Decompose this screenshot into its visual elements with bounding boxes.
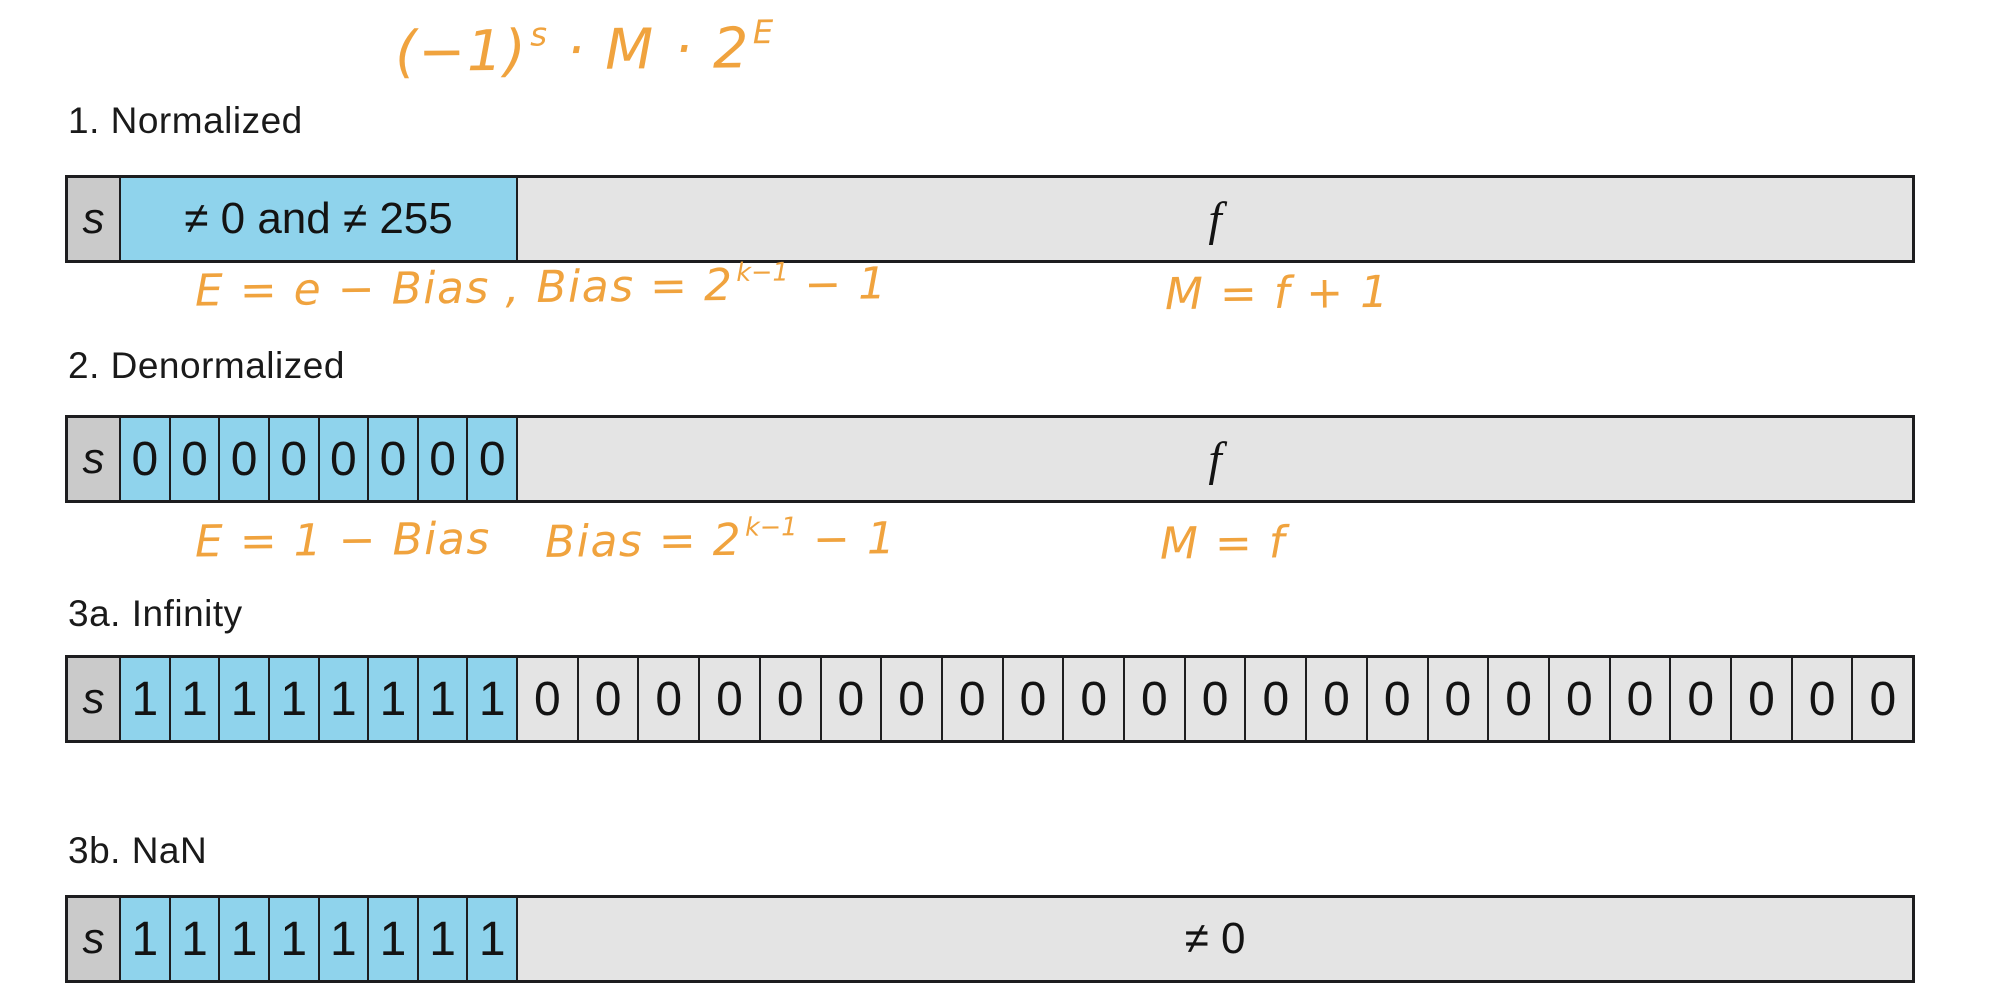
exponent-bit-cell: 1	[369, 658, 419, 740]
handwritten-value-formula: (−1)s · M · 2E	[394, 12, 774, 85]
exponent-bit-cell: 1	[418, 898, 469, 980]
exponent-bit-cell: 0	[319, 418, 370, 500]
fraction-bit-cell: 0	[1853, 658, 1913, 740]
fraction-label: f	[1208, 432, 1222, 486]
exponent-bit-cell: 1	[170, 658, 221, 740]
fraction-bit-cell: 0	[1549, 658, 1611, 740]
exponent-bit-cell: 0	[369, 418, 419, 500]
fraction-field-cell: f	[518, 178, 1912, 260]
exponent-bit-cell: 1	[369, 898, 419, 980]
bitfield-bar-normalized: s ≠ 0 and ≠ 255 f	[65, 175, 1915, 263]
fraction-bit-cell: 0	[942, 658, 1004, 740]
fraction-bit-cell: 0	[1792, 658, 1854, 740]
note-text: − 1	[788, 258, 888, 311]
exponent-bit-cell: 0	[418, 418, 469, 500]
fraction-bit-cell: 0	[1671, 658, 1733, 740]
exponent-bit-cell: 1	[121, 658, 171, 740]
exponent-bit-cell: 1	[468, 658, 518, 740]
exponent-bit-cell: 0	[220, 418, 270, 500]
fraction-bit-cell: 0	[700, 658, 761, 740]
exponent-bit-cell: 1	[220, 898, 270, 980]
sign-bit-cell: s	[68, 178, 121, 260]
section-heading-denormalized: 2. Denormalized	[68, 345, 345, 386]
note-superscript: k−1	[736, 257, 789, 288]
exponent-bit-cell: 1	[269, 658, 320, 740]
fraction-bit-cell: 0	[1307, 658, 1368, 740]
fraction-bit-cell: 0	[1246, 658, 1308, 740]
formula-sign-superscript: s	[529, 15, 548, 54]
exponent-bit-cell: 1	[121, 898, 171, 980]
fraction-bit-cell: 0	[882, 658, 943, 740]
note-text: − 1	[797, 513, 897, 566]
fraction-bit-cell: 0	[821, 658, 883, 740]
exponent-bit-cell: 1	[468, 898, 518, 980]
fraction-bit-cell: 0	[1003, 658, 1065, 740]
fraction-bit-cell: 0	[639, 658, 701, 740]
fraction-bit-cell: 0	[1610, 658, 1672, 740]
fraction-bit-cell: 0	[1064, 658, 1126, 740]
handwritten-mantissa-note-normalized: M = f + 1	[1164, 266, 1390, 321]
section-heading-nan: 3b. NaN	[68, 830, 208, 871]
section-heading-normalized: 1. Normalized	[68, 100, 303, 141]
fraction-bit-cell: 0	[1125, 658, 1186, 740]
fraction-bit-cell: 0	[1428, 658, 1490, 740]
sign-bit-cell: s	[68, 658, 121, 740]
note-text: E = e − Bias , Bias = 2	[194, 259, 734, 317]
handwritten-exponent-note-denormalized: E = 1 − Bias	[194, 513, 492, 568]
exponent-bit-cell: 0	[269, 418, 320, 500]
fraction-field-cell: ≠ 0	[518, 898, 1912, 980]
sign-bit-cell: s	[68, 898, 121, 980]
fraction-bit-cell: 0	[518, 658, 579, 740]
note-text: Bias = 2	[544, 514, 743, 568]
exponent-bit-cell: 1	[269, 898, 320, 980]
exponent-bit-cell: 1	[319, 898, 370, 980]
fraction-bit-cell: 0	[578, 658, 640, 740]
exponent-bit-cell: 0	[170, 418, 221, 500]
exponent-bit-cell: 1	[220, 658, 270, 740]
fraction-label: f	[1208, 192, 1222, 246]
formula-exponent-superscript: E	[752, 12, 774, 51]
section-heading-infinity: 3a. Infinity	[68, 593, 243, 634]
exponent-bit-cell: 0	[121, 418, 171, 500]
exponent-bit-cell: 0	[468, 418, 518, 500]
note-superscript: k−1	[744, 512, 798, 543]
formula-mantissa-base: · M · 2	[546, 16, 751, 84]
formula-coefficient: (−1)	[394, 18, 528, 85]
exponent-bit-cell: 1	[418, 658, 469, 740]
handwritten-exponent-note-normalized: E = e − Bias , Bias = 2k−1 − 1	[194, 257, 888, 317]
fraction-bit-cell: 0	[1489, 658, 1550, 740]
fraction-bit-cell: 0	[1367, 658, 1429, 740]
fraction-bit-cell: 0	[760, 658, 822, 740]
fraction-bit-cell: 0	[1732, 658, 1793, 740]
exponent-bit-cell: 1	[170, 898, 221, 980]
handwritten-mantissa-note-denormalized: M = f	[1159, 517, 1287, 570]
exponent-field-cell: ≠ 0 and ≠ 255	[121, 178, 518, 260]
exponent-bit-cell: 1	[319, 658, 370, 740]
fraction-bit-cell: 0	[1185, 658, 1247, 740]
sign-bit-cell: s	[68, 418, 121, 500]
fraction-field-cell: f	[518, 418, 1912, 500]
handwritten-bias-note-denormalized: Bias = 2k−1 − 1	[544, 512, 897, 568]
